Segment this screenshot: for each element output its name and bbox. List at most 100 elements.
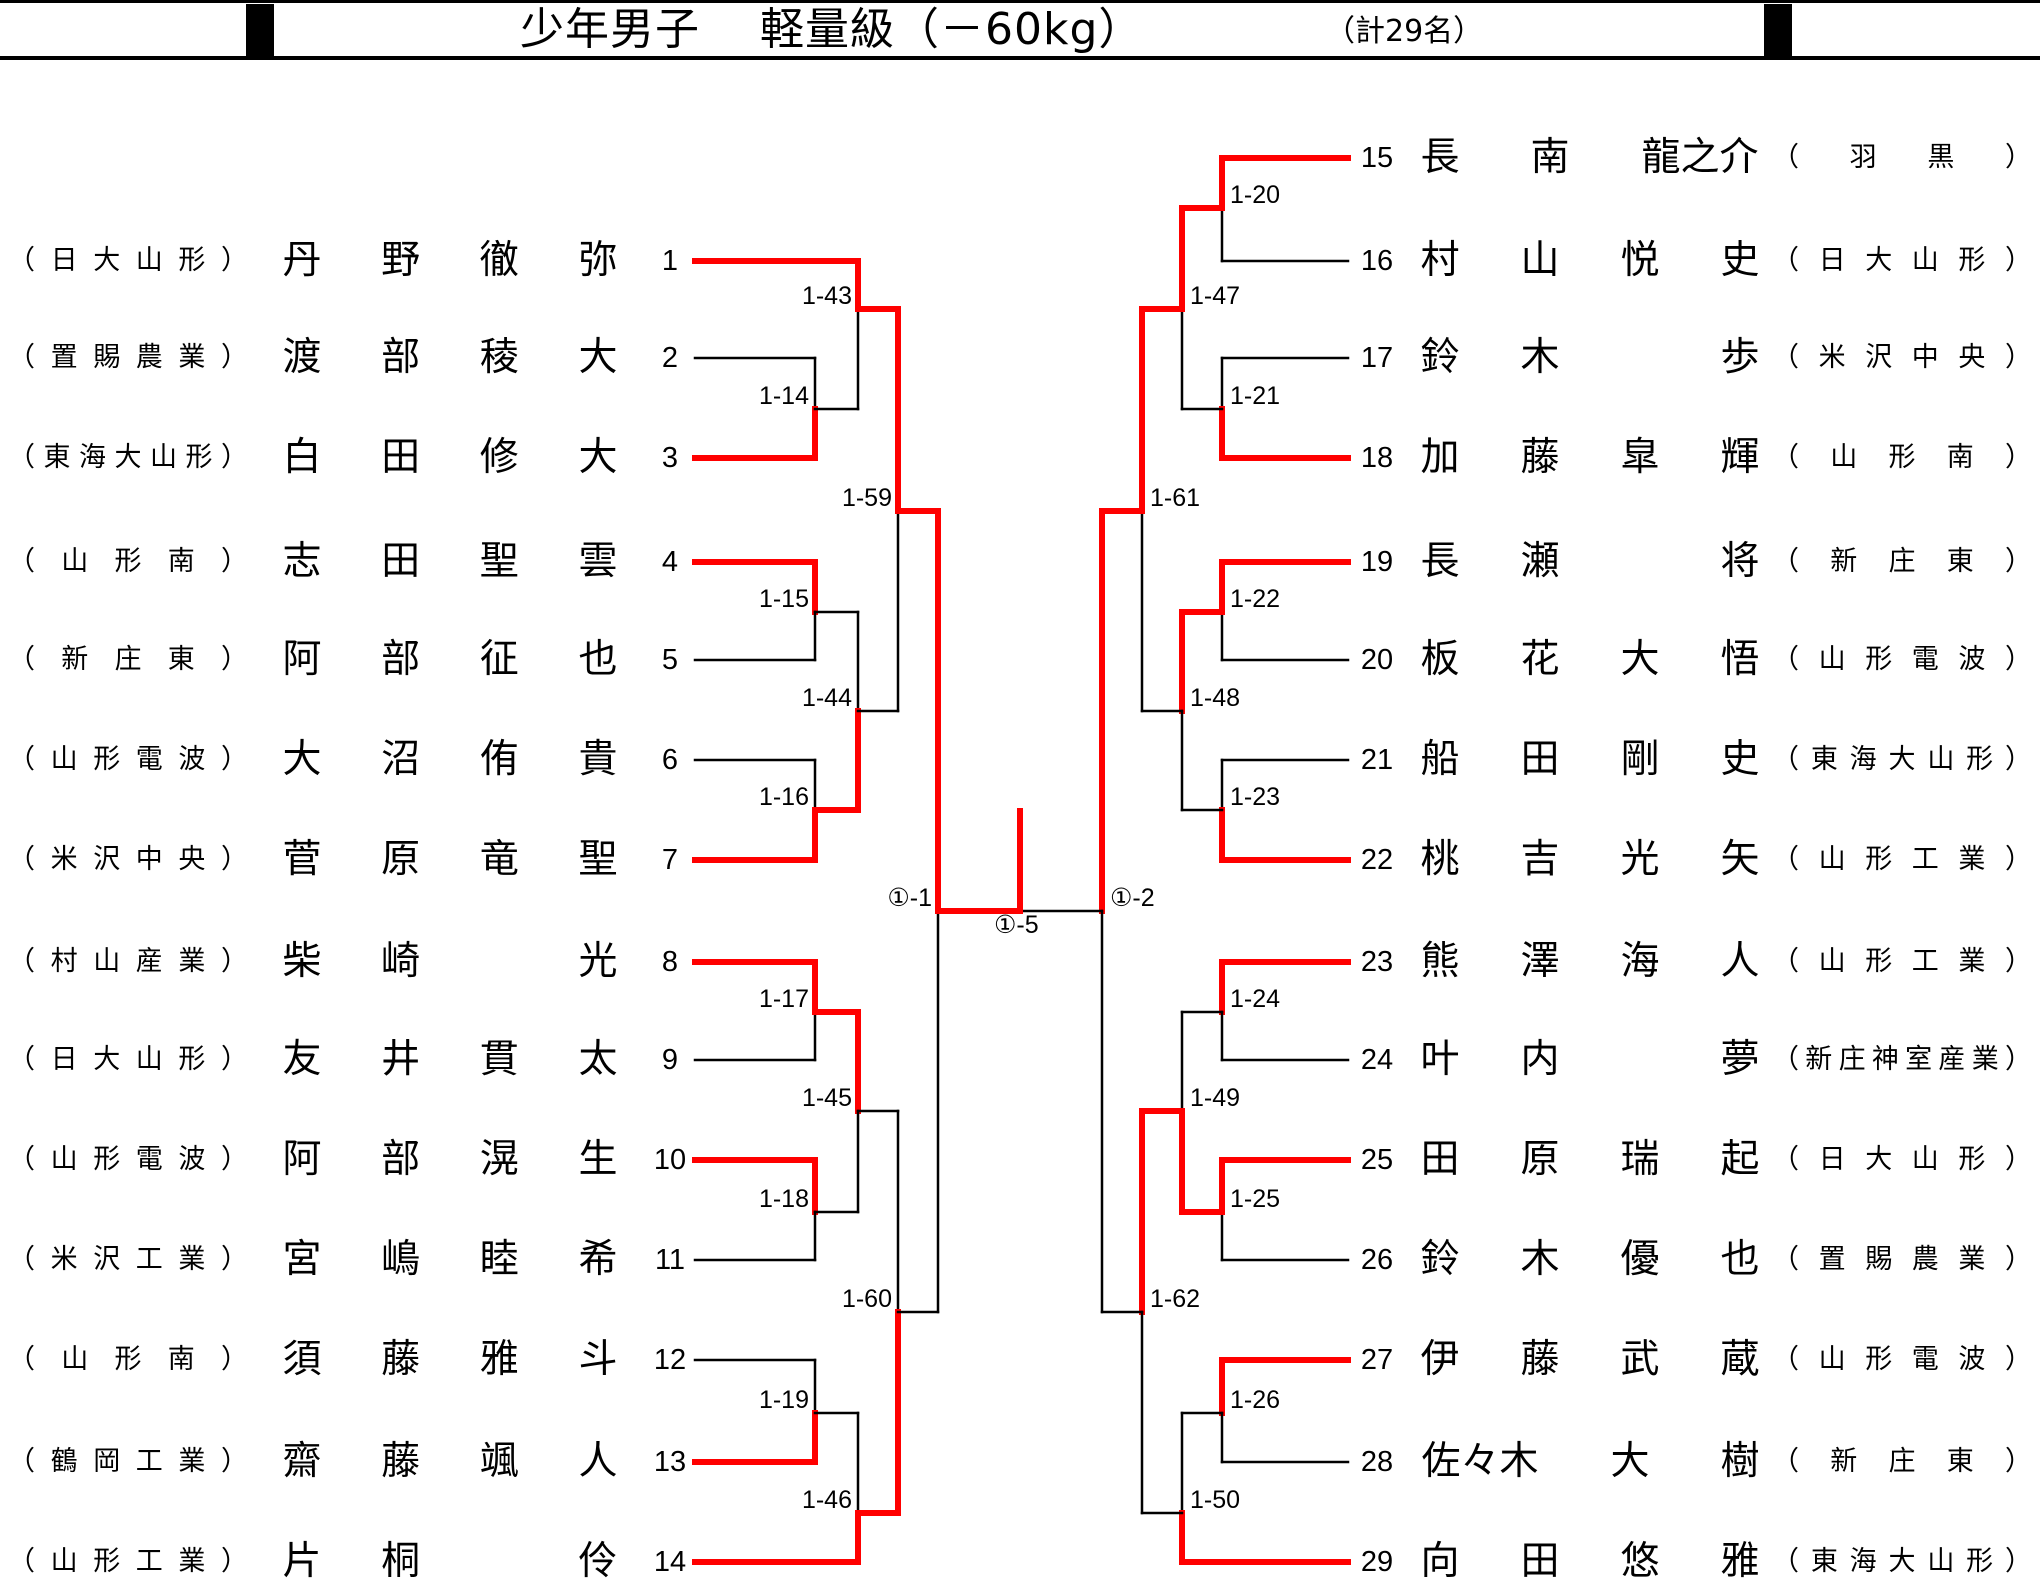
player-seed-right: 25 <box>1360 1144 1394 1176</box>
player-seed-left: 10 <box>653 1144 687 1176</box>
name-char: 田 <box>1520 737 1560 782</box>
player-team-right: （新庄神室産業） <box>1772 1030 2032 1090</box>
name-char: 桐 <box>381 1539 421 1584</box>
player-name-right: 村山悦史 <box>1420 231 1760 291</box>
name-char: 原 <box>1520 1137 1560 1182</box>
name-char: 志 <box>282 539 322 584</box>
name-char: 丹 <box>282 238 322 283</box>
player-team-right: （米沢中央） <box>1772 328 2032 388</box>
player-name-left: 友井貫太 <box>282 1030 618 1090</box>
name-char: 田 <box>381 539 421 584</box>
player-seed-right: 18 <box>1360 442 1394 474</box>
header-top-rule <box>0 0 2040 3</box>
player-name-right: 佐々木大樹 <box>1420 1432 1760 1492</box>
player-team-left: （日大山形） <box>8 1030 248 1090</box>
player-team-left: （山形電波） <box>8 1130 248 1190</box>
name-char: 藤 <box>1520 1337 1560 1382</box>
player-team-left: （日大山形） <box>8 231 248 291</box>
player-seed-left: 11 <box>654 1244 686 1276</box>
name-char: 鈴 <box>1420 1237 1460 1282</box>
team-name-text: （山形電波） <box>8 1144 248 1175</box>
team-name-text: （山形南） <box>1772 442 2032 473</box>
match-label-l3: 1-16 <box>758 783 809 811</box>
name-char: 優 <box>1620 1237 1660 1282</box>
name-char: 光 <box>578 939 618 984</box>
player-team-right: （山形工業） <box>1772 932 2032 992</box>
name-char: 将 <box>1720 539 1760 584</box>
name-char: 大 <box>1620 637 1660 682</box>
name-char: 夢 <box>1720 1037 1760 1082</box>
match-label-final: ①-5 <box>994 911 1039 939</box>
name-char: 光 <box>1620 837 1660 882</box>
team-name-text: （羽黒） <box>1772 142 2032 173</box>
name-char: 皐 <box>1620 435 1660 480</box>
player-team-right: （日大山形） <box>1772 1130 2032 1190</box>
player-team-right: （山形工業） <box>1772 830 2032 890</box>
match-label-l2: 1-15 <box>758 585 809 613</box>
name-char: 生 <box>578 1137 618 1182</box>
team-name-text: （東海大山形） <box>1772 744 2032 775</box>
player-seed-left: 1 <box>661 245 679 277</box>
match-label-r1: 1-20 <box>1230 181 1281 209</box>
team-name-text: （山形工業） <box>8 1546 248 1577</box>
name-char: 友 <box>282 1037 322 1082</box>
name-char: 部 <box>381 1137 421 1182</box>
match-label-r13: 1-62 <box>1150 1285 1201 1313</box>
player-seed-right: 16 <box>1360 245 1394 277</box>
name-char: 雲 <box>578 539 618 584</box>
name-char: 木 <box>1520 335 1560 380</box>
name-char: 征 <box>479 637 519 682</box>
player-seed-right: 29 <box>1360 1546 1394 1578</box>
name-char: 木 <box>1520 1237 1560 1282</box>
match-label-r4: 1-23 <box>1230 783 1281 811</box>
team-name-text: （日大山形） <box>8 1044 248 1075</box>
player-team-left: （米沢中央） <box>8 830 248 890</box>
player-name-left: 宮嶋睦希 <box>282 1230 618 1290</box>
player-name-left: 志田聖雲 <box>282 532 618 592</box>
player-seed-right: 26 <box>1360 1244 1394 1276</box>
name-char: 田 <box>1520 1539 1560 1584</box>
name-char: 長 <box>1420 539 1460 584</box>
player-team-left: （米沢工業） <box>8 1230 248 1290</box>
page-title: 少年男子 軽量級（－60kg） <box>520 4 1144 55</box>
player-seed-left: 7 <box>661 844 679 876</box>
name-char: 山 <box>1520 238 1560 283</box>
player-team-left: （新庄東） <box>8 630 248 690</box>
name-char: 修 <box>479 435 519 480</box>
player-team-left: （山形電波） <box>8 730 248 790</box>
player-team-right: （山形南） <box>1772 428 2032 488</box>
player-seed-left: 4 <box>661 546 679 578</box>
name-char: 渡 <box>282 335 322 380</box>
team-name-text: （米沢中央） <box>1772 342 2032 373</box>
name-char: 史 <box>1720 737 1760 782</box>
name-char: 輝 <box>1720 435 1760 480</box>
player-name-left: 渡部稜大 <box>282 328 618 388</box>
match-label-l13: ①-1 <box>887 884 932 912</box>
name-char: 也 <box>578 637 618 682</box>
name-char: 起 <box>1720 1137 1760 1182</box>
team-name-text: （新庄東） <box>1772 546 2032 577</box>
player-team-right: （日大山形） <box>1772 231 2032 291</box>
name-char: 片 <box>282 1539 322 1584</box>
name-char: 弥 <box>578 238 618 283</box>
name-char: 南 <box>1530 135 1570 180</box>
player-team-left: （東海大山形） <box>8 428 248 488</box>
player-seed-left: 13 <box>653 1446 687 1478</box>
name-char: 睦 <box>479 1237 519 1282</box>
match-label-r9: 1-48 <box>1190 684 1241 712</box>
player-name-right: 桃吉光矢 <box>1420 830 1760 890</box>
player-name-right: 船田剛史 <box>1420 730 1760 790</box>
player-team-left: （山形南） <box>8 1330 248 1390</box>
name-char: 桃 <box>1420 837 1460 882</box>
name-char: 嶋 <box>381 1237 421 1282</box>
name-char: 史 <box>1720 238 1760 283</box>
team-name-text: （山形南） <box>8 1344 248 1375</box>
name-char: 大 <box>1610 1439 1650 1484</box>
team-name-text: （東海大山形） <box>8 442 248 473</box>
name-char: 花 <box>1520 637 1560 682</box>
player-name-left: 菅原竜聖 <box>282 830 618 890</box>
name-char: 人 <box>1720 939 1760 984</box>
player-team-right: （東海大山形） <box>1772 1532 2032 1592</box>
name-char: 藤 <box>381 1337 421 1382</box>
